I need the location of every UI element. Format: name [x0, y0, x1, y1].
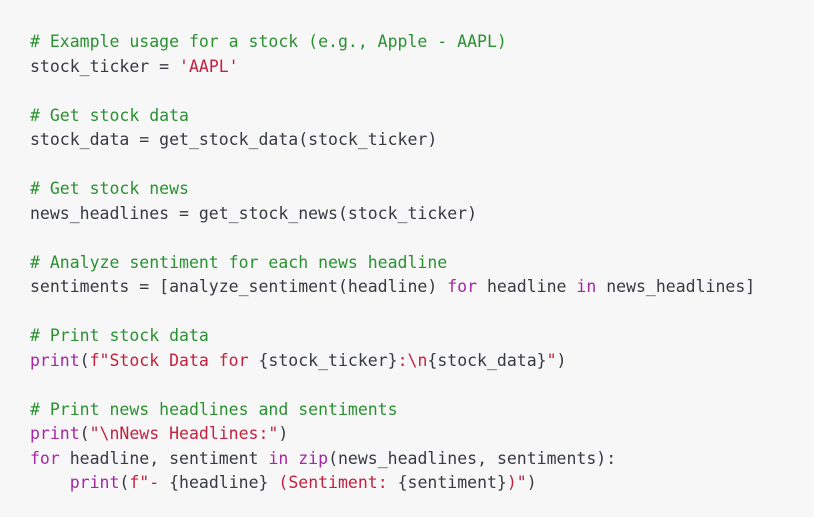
code-line [30, 373, 784, 398]
code-line: print(f"Stock Data for {stock_ticker}:\n… [30, 349, 784, 374]
code-token-plain: {headline} [169, 473, 269, 492]
code-line: # Get stock news [30, 177, 784, 202]
code-token-comment: # Get stock data [30, 105, 189, 125]
code-line: news_headlines = get_stock_news(stock_ti… [30, 202, 784, 227]
code-token-plain: news_headlines] [596, 277, 756, 296]
code-token-string: (Sentiment: [268, 473, 398, 492]
code-line: # Print stock data [30, 324, 784, 349]
code-token-plain: (news_headlines, sentiments): [328, 448, 617, 468]
code-token-keyword: for [30, 448, 60, 468]
code-token-keyword: in [268, 448, 289, 468]
code-token-plain [30, 473, 70, 492]
code-token-builtin: print [30, 424, 80, 443]
code-content: # Example usage for a stock (e.g., Apple… [30, 30, 784, 496]
code-line [30, 79, 784, 104]
code-line: stock_ticker = 'AAPL' [30, 55, 784, 80]
code-line: print(f"- {headline} (Sentiment: {sentim… [30, 471, 784, 496]
code-token-string: :\n [397, 350, 428, 370]
code-token-plain: headline [477, 277, 577, 296]
code-line: # Get stock data [30, 104, 784, 129]
code-token-builtin: print [30, 350, 80, 370]
code-line: sentiments = [analyze_sentiment(headline… [30, 275, 784, 300]
code-line: # Analyze sentiment for each news headli… [30, 251, 784, 276]
code-token-comment: # Analyze sentiment for each news headli… [30, 252, 448, 272]
code-token-plain: news_headlines = get_stock_news(stock_ti… [30, 203, 478, 223]
code-token-plain: headline, sentiment [59, 448, 269, 468]
code-token-plain: {sentiment} [397, 473, 507, 492]
code-token-plain: ( [119, 473, 130, 492]
code-token-keyword: for [447, 277, 478, 296]
code-token-string: "\nNews Headlines:" [89, 424, 279, 443]
code-line [30, 153, 784, 178]
code-token-comment: # Example usage for a stock (e.g., Apple… [30, 32, 507, 51]
code-token-comment: # Get stock news [30, 179, 189, 198]
code-line: # Print news headlines and sentiments [30, 398, 784, 423]
code-token-plain: ) [556, 350, 567, 370]
code-token-plain: {stock_ticker} [258, 350, 398, 370]
code-line: stock_data = get_stock_data(stock_ticker… [30, 128, 784, 153]
code-token-plain: stock_ticker = [30, 56, 180, 76]
code-token-builtin: zip [298, 448, 329, 468]
code-token-plain: ( [79, 350, 90, 370]
code-token-comment: # Print stock data [30, 326, 209, 345]
code-token-plain: ) [526, 473, 537, 492]
code-line: print("\nNews Headlines:") [30, 422, 784, 447]
code-line [30, 300, 784, 325]
code-line: for headline, sentiment in zip(news_head… [30, 447, 784, 472]
code-token-plain: ) [278, 424, 289, 443]
code-token-string: f"- [129, 473, 170, 492]
code-token-string: f"Stock Data for [89, 350, 259, 370]
code-token-plain: ( [79, 424, 90, 443]
code-token-string: 'AAPL' [179, 56, 239, 76]
code-line [30, 226, 784, 251]
code-token-plain: stock_data = get_stock_data(stock_ticker… [30, 130, 438, 149]
code-token-string: )" [506, 473, 527, 492]
code-token-string: " [546, 350, 557, 370]
code-token-keyword: in [576, 277, 597, 296]
code-token-plain: {stock_data} [427, 350, 547, 370]
code-token-plain [288, 449, 298, 468]
code-token-comment: # Print news headlines and sentiments [30, 399, 398, 419]
code-token-plain: sentiments = [analyze_sentiment(headline… [30, 277, 448, 296]
code-line: # Example usage for a stock (e.g., Apple… [30, 30, 784, 55]
code-token-builtin: print [69, 473, 120, 492]
